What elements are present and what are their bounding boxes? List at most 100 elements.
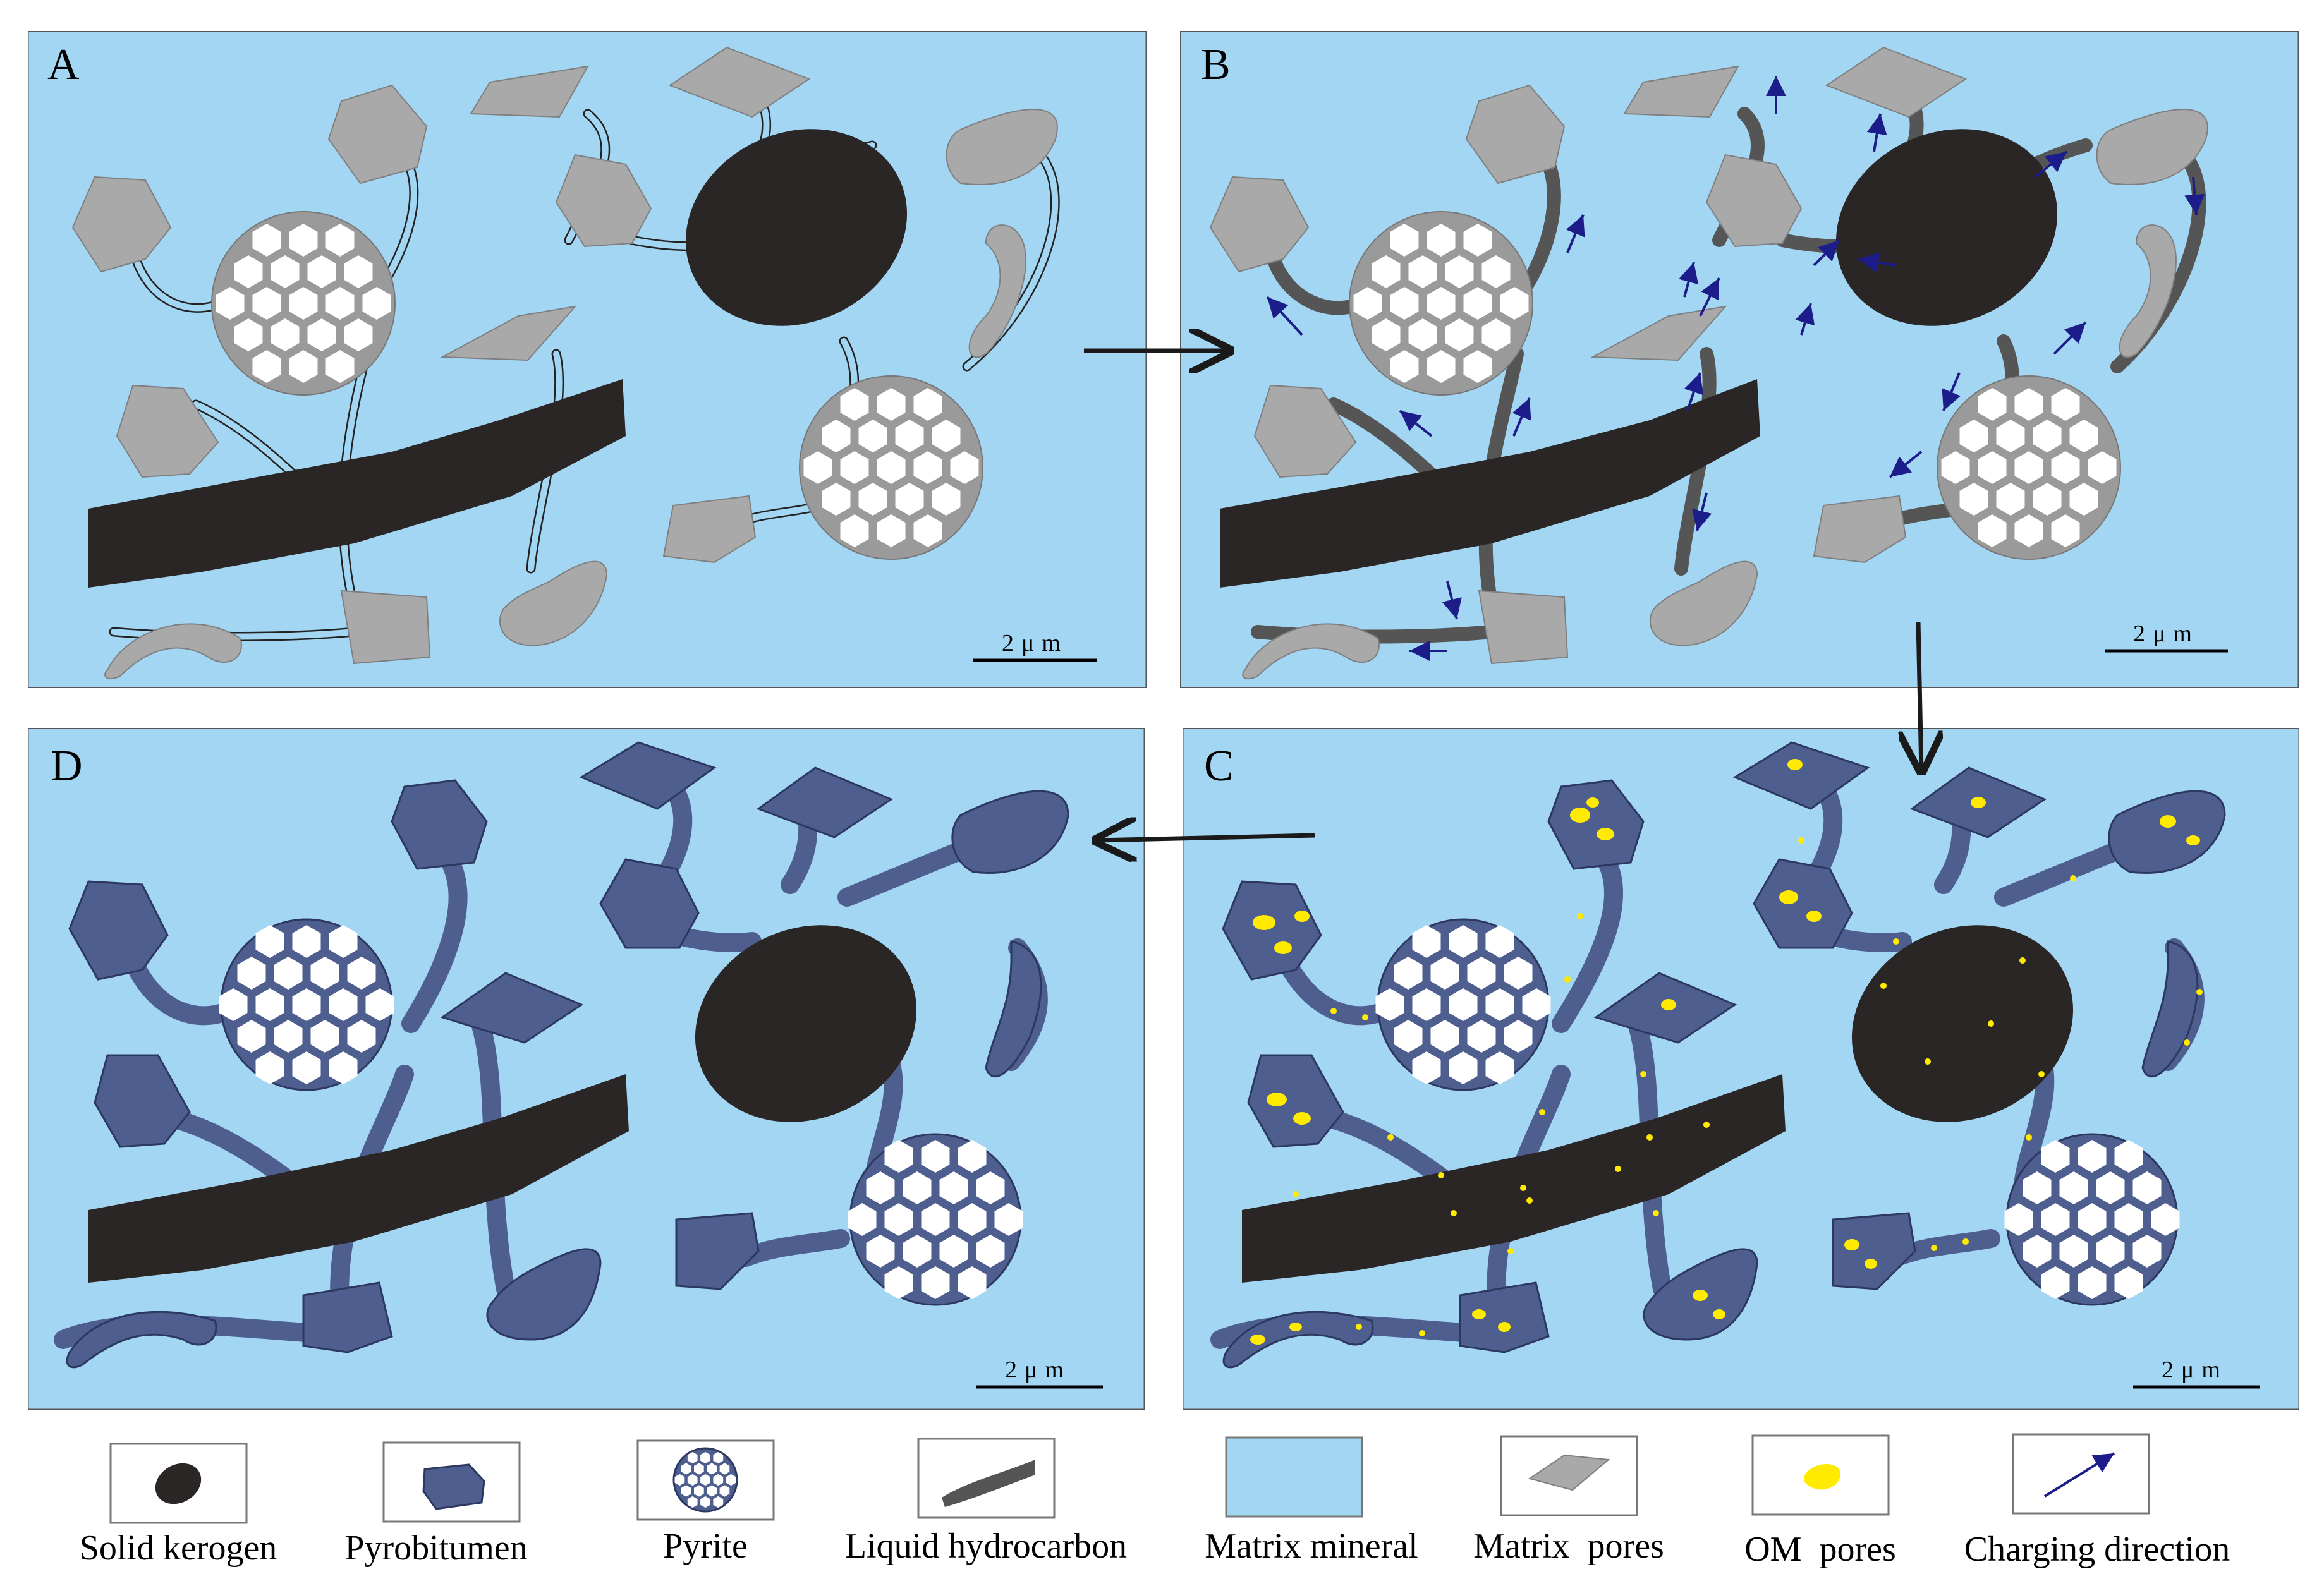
legend-label: Matrix pores <box>1473 1527 1664 1566</box>
pyrite-crystal <box>2069 483 2098 516</box>
pyrite-crystal <box>234 255 263 288</box>
pyrite-crystal <box>274 957 303 990</box>
pyrite-crystal <box>292 988 321 1021</box>
legend-item-pyrite: Pyrite <box>636 1439 775 1566</box>
pyrite-crystal <box>271 255 300 288</box>
om-pore <box>1539 1109 1545 1115</box>
om-pore <box>2038 1071 2045 1077</box>
pyrite-crystal <box>719 1485 730 1497</box>
pyrite-crystal <box>255 1051 284 1084</box>
om-pore <box>2186 835 2200 845</box>
liquid-hydrocarbon-icon <box>942 1460 1035 1507</box>
pyrite-crystal <box>932 420 961 452</box>
om-pore <box>1962 1238 1969 1245</box>
om-pore <box>1661 999 1676 1010</box>
pyrite-crystal <box>1394 1020 1423 1053</box>
pyrite-crystal <box>2051 451 2080 484</box>
pyrite-crystal <box>2114 1140 2143 1173</box>
pyrite-crystal <box>877 514 906 547</box>
pyrite-crystal <box>1481 255 1511 288</box>
pyrite-crystal <box>271 318 300 351</box>
om-pores-icon <box>1804 1463 1841 1490</box>
pyrite-hexagons <box>219 925 1023 1299</box>
pyrite-crystal <box>1427 287 1456 320</box>
pyrite-crystal <box>1978 514 2007 547</box>
panel-a: A 2μm <box>28 31 1147 688</box>
pyrite-crystal <box>1445 318 1474 351</box>
pyrite-crystal <box>1996 420 2025 452</box>
pyrite-crystal <box>2078 1140 2107 1173</box>
pyrite-crystal <box>2078 1266 2107 1299</box>
pyrite-crystal <box>903 1235 932 1268</box>
pyrite-crystal <box>1449 925 1478 958</box>
pyrite-crystal <box>289 350 318 383</box>
scale-label: 2μm <box>1002 630 1068 657</box>
legend-label: Matrix mineral <box>1205 1527 1418 1566</box>
pyrite-crystal <box>2014 451 2043 484</box>
om-pore <box>1931 1245 1937 1251</box>
legend-label: Pyrite <box>663 1527 748 1566</box>
pyrite-crystal <box>858 483 887 516</box>
om-pore <box>1653 1210 1659 1216</box>
kerogen-band <box>88 379 626 588</box>
pyrite-crystal <box>866 1171 895 1204</box>
pyrite-crystal <box>2059 1171 2088 1204</box>
pyrite-crystal <box>325 287 355 320</box>
pyrite-crystal <box>1412 988 1441 1021</box>
pyrite-crystal <box>950 451 979 484</box>
pyrite-crystal <box>1481 318 1511 351</box>
pyrite-crystal <box>1445 255 1474 288</box>
flow-arrow-b-to-c <box>1918 622 1921 771</box>
pyrite-crystal <box>310 957 339 990</box>
pyrite-crystal <box>1463 224 1492 257</box>
pyrite-crystal <box>2059 1235 2088 1268</box>
om-pore <box>1779 890 1798 904</box>
pyrite-crystal <box>1467 1020 1496 1053</box>
pyrite-crystal <box>237 957 266 990</box>
flow-arrow-c-to-d <box>1097 835 1315 840</box>
om-pore <box>1451 1210 1457 1216</box>
om-pore <box>1289 1323 1302 1331</box>
pyrite-crystal <box>2088 451 2117 484</box>
legend-item-liquid-hydrocarbon: Liquid hydrocarbon <box>845 1438 1127 1566</box>
pyrite-hexagons <box>1353 224 2117 547</box>
om-pores <box>1250 759 2203 1345</box>
pyrite-crystal <box>994 1203 1023 1236</box>
pyrite-crystal <box>803 451 832 484</box>
pyrite-crystal <box>2132 1171 2162 1204</box>
pyrite-crystal <box>1522 988 1551 1021</box>
pyrite-crystal <box>365 988 394 1021</box>
om-pore <box>1577 913 1583 919</box>
pyrite-crystal <box>2004 1203 2033 1236</box>
om-pore <box>1267 1093 1287 1106</box>
pyrite-crystal <box>1412 925 1441 958</box>
pyrite-crystal <box>877 388 906 421</box>
matrix-pores <box>1209 46 2208 680</box>
om-pore <box>1253 915 1275 930</box>
pyrite-crystal <box>913 514 942 547</box>
pyrite-crystal <box>1390 287 1419 320</box>
kerogen-ellipse <box>1851 925 2074 1122</box>
panel-label-b: B <box>1201 40 1231 89</box>
pyrite-crystal <box>1427 350 1456 383</box>
pyrite-crystal <box>347 957 376 990</box>
om-pore <box>1893 938 1899 945</box>
om-pore <box>1498 1322 1511 1332</box>
pyrite-crystal <box>1485 988 1514 1021</box>
pyrite-crystal <box>2023 1171 2052 1204</box>
pyrite-crystal <box>822 483 851 516</box>
kerogen-band <box>1242 1074 1786 1283</box>
pyrite-crystal <box>858 420 887 452</box>
kerogen-ellipse <box>685 129 908 326</box>
legend-item-kerogen: Solid kerogen <box>80 1443 277 1568</box>
pyrite-hexagons <box>216 224 979 547</box>
pyrite-crystal <box>884 1203 913 1236</box>
pyrite-crystal <box>329 1051 358 1084</box>
pyrite-crystal <box>921 1140 950 1173</box>
om-pore <box>1472 1309 1486 1319</box>
pyrite-crystal <box>307 255 336 288</box>
pyrobitumen-grains <box>1222 741 2226 1369</box>
pyrite-crystal <box>674 1474 685 1486</box>
pyrite-crystal <box>289 224 318 257</box>
kerogen-band <box>88 1074 629 1283</box>
